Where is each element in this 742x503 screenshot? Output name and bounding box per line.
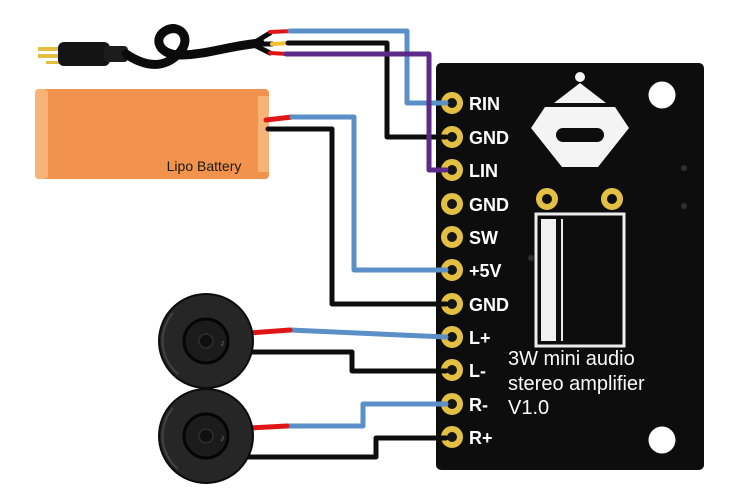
mounting-hole-bottom xyxy=(648,426,676,454)
jack-gold-pin xyxy=(38,54,60,58)
jack-strain-relief xyxy=(104,46,128,62)
board-title-line-2: stereo amplifier xyxy=(508,373,645,395)
jack-connector-body xyxy=(58,42,110,66)
speaker-rim-highlight xyxy=(161,407,179,470)
pin-label-5v: +5V xyxy=(469,261,502,281)
cable-fan xyxy=(249,41,273,56)
pin-label-lin: LIN xyxy=(469,161,498,181)
audio-cable-loop xyxy=(121,24,265,69)
battery-right-tab xyxy=(258,96,269,172)
jack-gold-pin xyxy=(38,47,60,51)
wire-lspeaker-to-lplus-blue xyxy=(287,327,449,340)
via-dot xyxy=(681,165,687,171)
pin-label-lplus: L+ xyxy=(469,328,491,348)
wire-jack-to-gnd-black xyxy=(285,40,449,140)
gold-hole-left xyxy=(536,188,558,210)
battery-left-tab xyxy=(35,89,48,179)
wire-lspeaker-to-lminus-black xyxy=(244,349,449,374)
component-footprint xyxy=(534,212,626,348)
dfrobot-logo-icon xyxy=(531,72,629,167)
pin-label-sw: SW xyxy=(469,228,498,248)
wire-battery-to-gnd-black xyxy=(265,126,449,307)
gold-hole-right xyxy=(601,188,623,210)
right-speaker-red-lead xyxy=(246,423,290,431)
battery-label: Lipo Battery xyxy=(167,158,242,174)
via-dot xyxy=(681,203,687,209)
wire-rspeaker-to-rplus-black xyxy=(240,435,449,460)
lipo-battery: Lipo Battery xyxy=(35,89,295,179)
battery-red-lead xyxy=(263,114,295,123)
pin-label-gnd-2: GND xyxy=(469,195,509,215)
audio-jack-cable xyxy=(38,24,294,69)
mounting-hole-top xyxy=(648,81,676,109)
pin-label-rplus: R+ xyxy=(469,428,493,448)
pin-sw xyxy=(441,226,463,248)
wire-rspeaker-to-rminus-blue xyxy=(284,401,449,429)
left-speaker-mark: ♪ xyxy=(220,338,225,349)
via-dot xyxy=(528,255,534,261)
pin-label-rin: RIN xyxy=(469,94,500,114)
board-title-line-1: 3W mini audio xyxy=(508,348,635,370)
jack-gold-pin xyxy=(46,61,60,64)
board-title-line-3: V1.0 xyxy=(508,397,549,419)
board-body xyxy=(436,63,704,470)
right-speaker-mark: ♪ xyxy=(220,433,225,444)
pin-label-gnd-1: GND xyxy=(469,128,509,148)
left-speaker-red-lead xyxy=(246,327,293,336)
wire-jack-to-lin-purple xyxy=(283,51,449,173)
pin-label-rminus: R- xyxy=(469,395,488,415)
right-speaker: ♪ xyxy=(158,388,254,484)
wire-battery-to-5v-blue xyxy=(289,114,449,273)
amplifier-board: RIN GND LIN GND SW +5V GND L+ L- R- R+ 3… xyxy=(436,63,704,470)
battery-body xyxy=(35,89,269,179)
pin-gnd-2 xyxy=(441,193,463,215)
pin-label-gnd-3: GND xyxy=(469,295,509,315)
left-speaker: ♪ xyxy=(158,293,254,389)
speaker-rim-highlight xyxy=(161,312,179,375)
pin-label-lminus: L- xyxy=(469,361,486,381)
